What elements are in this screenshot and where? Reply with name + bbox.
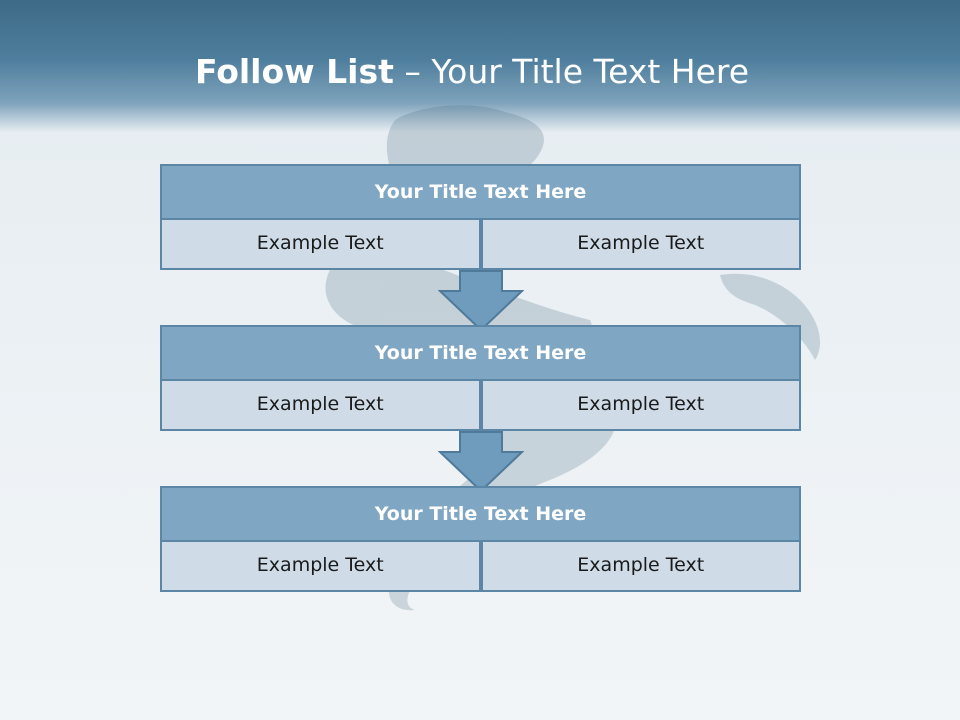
step-box-2: Your Title Text Here Example Text Exampl… [160,325,801,431]
header-band [0,0,960,132]
step-title: Your Title Text Here [160,325,801,381]
step-cell-left: Example Text [160,542,481,592]
step-cell-left: Example Text [160,381,481,431]
step-cell-right: Example Text [480,542,801,592]
slide-title: Follow List – Your Title Text Here [0,52,944,91]
title-bold: Follow List [194,52,394,91]
step-row: Example Text Example Text [160,542,801,592]
step-box-1: Your Title Text Here Example Text Exampl… [160,164,801,270]
step-row: Example Text Example Text [160,220,801,270]
step-title: Your Title Text Here [160,164,801,220]
step-cell-right: Example Text [480,220,801,270]
title-rest: – Your Title Text Here [393,52,750,91]
step-row: Example Text Example Text [160,381,801,431]
down-arrow-icon [438,431,524,493]
step-cell-left: Example Text [160,220,481,270]
down-arrow-icon [438,270,524,332]
step-cell-right: Example Text [480,381,801,431]
step-box-3: Your Title Text Here Example Text Exampl… [160,486,801,592]
step-title: Your Title Text Here [160,486,801,542]
